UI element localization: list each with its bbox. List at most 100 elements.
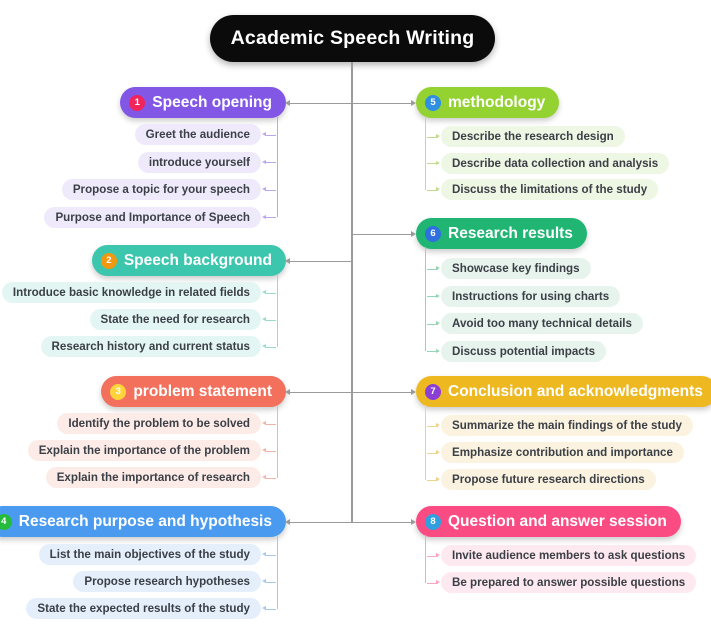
branch-1-sub-stub bbox=[265, 162, 276, 164]
branch-8-sub-arrow-icon bbox=[436, 580, 440, 584]
branch-7-sub-item[interactable]: Summarize the main findings of the study bbox=[441, 415, 693, 436]
branch-1-sub-item[interactable]: Purpose and Importance of Speech bbox=[44, 206, 261, 228]
branch-5-sub-rail bbox=[425, 116, 427, 190]
branch-3-sub-stub bbox=[265, 477, 276, 479]
branch-8-sub-item[interactable]: Be prepared to answer possible questions bbox=[441, 572, 697, 593]
branch-6-sub-arrow-icon bbox=[436, 293, 440, 298]
branch-5-sub-stub bbox=[427, 189, 438, 191]
branch-6-label: Research results bbox=[448, 224, 573, 242]
branch-3-sub-arrow-icon bbox=[262, 421, 266, 425]
branch-1-label: Speech opening bbox=[152, 93, 272, 111]
branch-4-sub-item[interactable]: List the main objectives of the study bbox=[38, 544, 261, 565]
branch-3-sub-item[interactable]: Explain the importance of the problem bbox=[27, 440, 261, 461]
branch-5-sub-arrow-icon bbox=[436, 187, 440, 191]
mindmap-root-title: Academic Speech Writing bbox=[210, 15, 495, 62]
branch-1-sub-item[interactable]: introduce yourself bbox=[137, 151, 261, 173]
branch-2-sub-arrow-icon bbox=[262, 317, 266, 321]
branch-6-spine-connector bbox=[351, 233, 414, 235]
branch-8-spine-connector bbox=[351, 521, 414, 523]
branch-5-sub-stub bbox=[427, 136, 438, 138]
branch-5-pill[interactable]: 5 methodology bbox=[416, 87, 560, 118]
branch-7-sub-item[interactable]: Propose future research directions bbox=[441, 469, 656, 490]
branch-1-pill[interactable]: 1 Speech opening bbox=[120, 87, 286, 118]
branch-7-sub-stub bbox=[427, 425, 438, 427]
branch-2-pill[interactable]: 2 Speech background bbox=[91, 245, 286, 276]
branch-2-sub-stub bbox=[265, 319, 276, 321]
branch-3-sub-rail bbox=[277, 405, 279, 478]
branch-3-sub-stub bbox=[265, 450, 276, 452]
branch-4-number-badge: 4 bbox=[0, 513, 12, 530]
branch-8-spine-arrow-icon bbox=[411, 518, 416, 525]
branch-6-sub-arrow-icon bbox=[436, 348, 440, 353]
branch-7-sub-arrow-icon bbox=[436, 423, 440, 427]
branch-7-sub-arrow-icon bbox=[436, 450, 440, 454]
branch-6-sub-item[interactable]: Instructions for using charts bbox=[441, 285, 621, 307]
branch-2-sub-stub bbox=[265, 346, 276, 348]
branch-1-number-badge: 1 bbox=[129, 94, 146, 111]
branch-6-sub-arrow-icon bbox=[436, 321, 440, 325]
branch-1-sub-item[interactable]: Greet the audience bbox=[134, 124, 261, 145]
branch-2-spine-arrow-icon bbox=[285, 257, 290, 264]
branch-8-sub-stub bbox=[427, 555, 438, 557]
branch-4-sub-item[interactable]: Propose research hypotheses bbox=[73, 571, 261, 592]
branch-2-sub-item[interactable]: Research history and current status bbox=[40, 336, 261, 357]
branch-4-pill[interactable]: 4 Research purpose and hypothesis bbox=[0, 506, 286, 537]
branch-1-sub-rail bbox=[277, 116, 279, 217]
branch-1-sub-item[interactable]: Propose a topic for your speech bbox=[61, 179, 261, 200]
branch-6-sub-item[interactable]: Discuss potential impacts bbox=[441, 340, 607, 362]
branch-5-sub-stub bbox=[427, 163, 438, 165]
branch-5-sub-item[interactable]: Discuss the limitations of the study bbox=[441, 179, 659, 200]
branch-1-sub-stub bbox=[265, 134, 276, 136]
branch-2-label: Speech background bbox=[123, 251, 272, 269]
branch-1-sub-arrow-icon bbox=[262, 132, 266, 136]
branch-6-sub-item[interactable]: Avoid too many technical details bbox=[441, 313, 643, 334]
branch-2-number-badge: 2 bbox=[100, 252, 117, 269]
branch-4-sub-stub bbox=[265, 581, 276, 583]
branch-1-sub-stub bbox=[265, 189, 276, 191]
branch-6-sub-rail bbox=[425, 247, 427, 351]
branch-2-sub-arrow-icon bbox=[262, 290, 266, 294]
branch-6-sub-stub bbox=[427, 296, 438, 298]
branch-7-sub-item[interactable]: Emphasize contribution and importance bbox=[441, 442, 684, 463]
branch-2-sub-item[interactable]: State the need for research bbox=[89, 309, 261, 330]
branch-1-sub-arrow-icon bbox=[262, 159, 266, 164]
branch-5-sub-arrow-icon bbox=[436, 160, 440, 165]
branch-5-sub-item[interactable]: Describe the research design bbox=[441, 126, 625, 147]
branch-8-label: Question and answer session bbox=[448, 512, 667, 530]
branch-4-sub-arrow-icon bbox=[262, 606, 266, 610]
branch-7-label: Conclusion and acknowledgments bbox=[448, 382, 703, 400]
branch-5-number-badge: 5 bbox=[425, 94, 441, 111]
branch-2-sub-arrow-icon bbox=[262, 344, 266, 348]
branch-3-sub-stub bbox=[265, 423, 276, 425]
branch-4-sub-stub bbox=[265, 608, 276, 610]
branch-1-sub-arrow-icon bbox=[262, 187, 266, 191]
branch-2-sub-item[interactable]: Introduce basic knowledge in related fie… bbox=[1, 282, 261, 303]
branch-4-label: Research purpose and hypothesis bbox=[18, 512, 272, 530]
branch-4-spine-connector bbox=[288, 521, 352, 523]
branch-4-sub-item[interactable]: State the expected results of the study bbox=[26, 598, 261, 619]
branch-3-spine-connector bbox=[288, 391, 352, 393]
branch-6-sub-stub bbox=[427, 351, 438, 353]
branch-7-number-badge: 7 bbox=[425, 383, 441, 400]
branch-8-sub-item[interactable]: Invite audience members to ask questions bbox=[441, 545, 697, 566]
branch-8-sub-rail bbox=[425, 535, 427, 583]
branch-3-sub-arrow-icon bbox=[262, 475, 266, 479]
branch-5-sub-item[interactable]: Describe data collection and analysis bbox=[441, 152, 670, 174]
central-spine bbox=[351, 62, 353, 522]
branch-5-sub-arrow-icon bbox=[436, 134, 440, 138]
branch-3-sub-item[interactable]: Explain the importance of research bbox=[45, 467, 261, 488]
branch-7-pill[interactable]: 7 Conclusion and acknowledgments bbox=[416, 376, 711, 407]
branch-6-sub-item[interactable]: Showcase key findings bbox=[441, 258, 591, 279]
branch-3-sub-item[interactable]: Identify the problem to be solved bbox=[57, 413, 261, 434]
branch-4-spine-arrow-icon bbox=[285, 518, 290, 525]
branch-3-sub-arrow-icon bbox=[262, 448, 266, 452]
branch-2-sub-rail bbox=[277, 274, 279, 347]
branch-1-sub-arrow-icon bbox=[262, 214, 266, 219]
branch-5-label: methodology bbox=[448, 93, 546, 111]
branch-6-sub-stub bbox=[427, 268, 438, 270]
branch-8-sub-stub bbox=[427, 582, 438, 584]
